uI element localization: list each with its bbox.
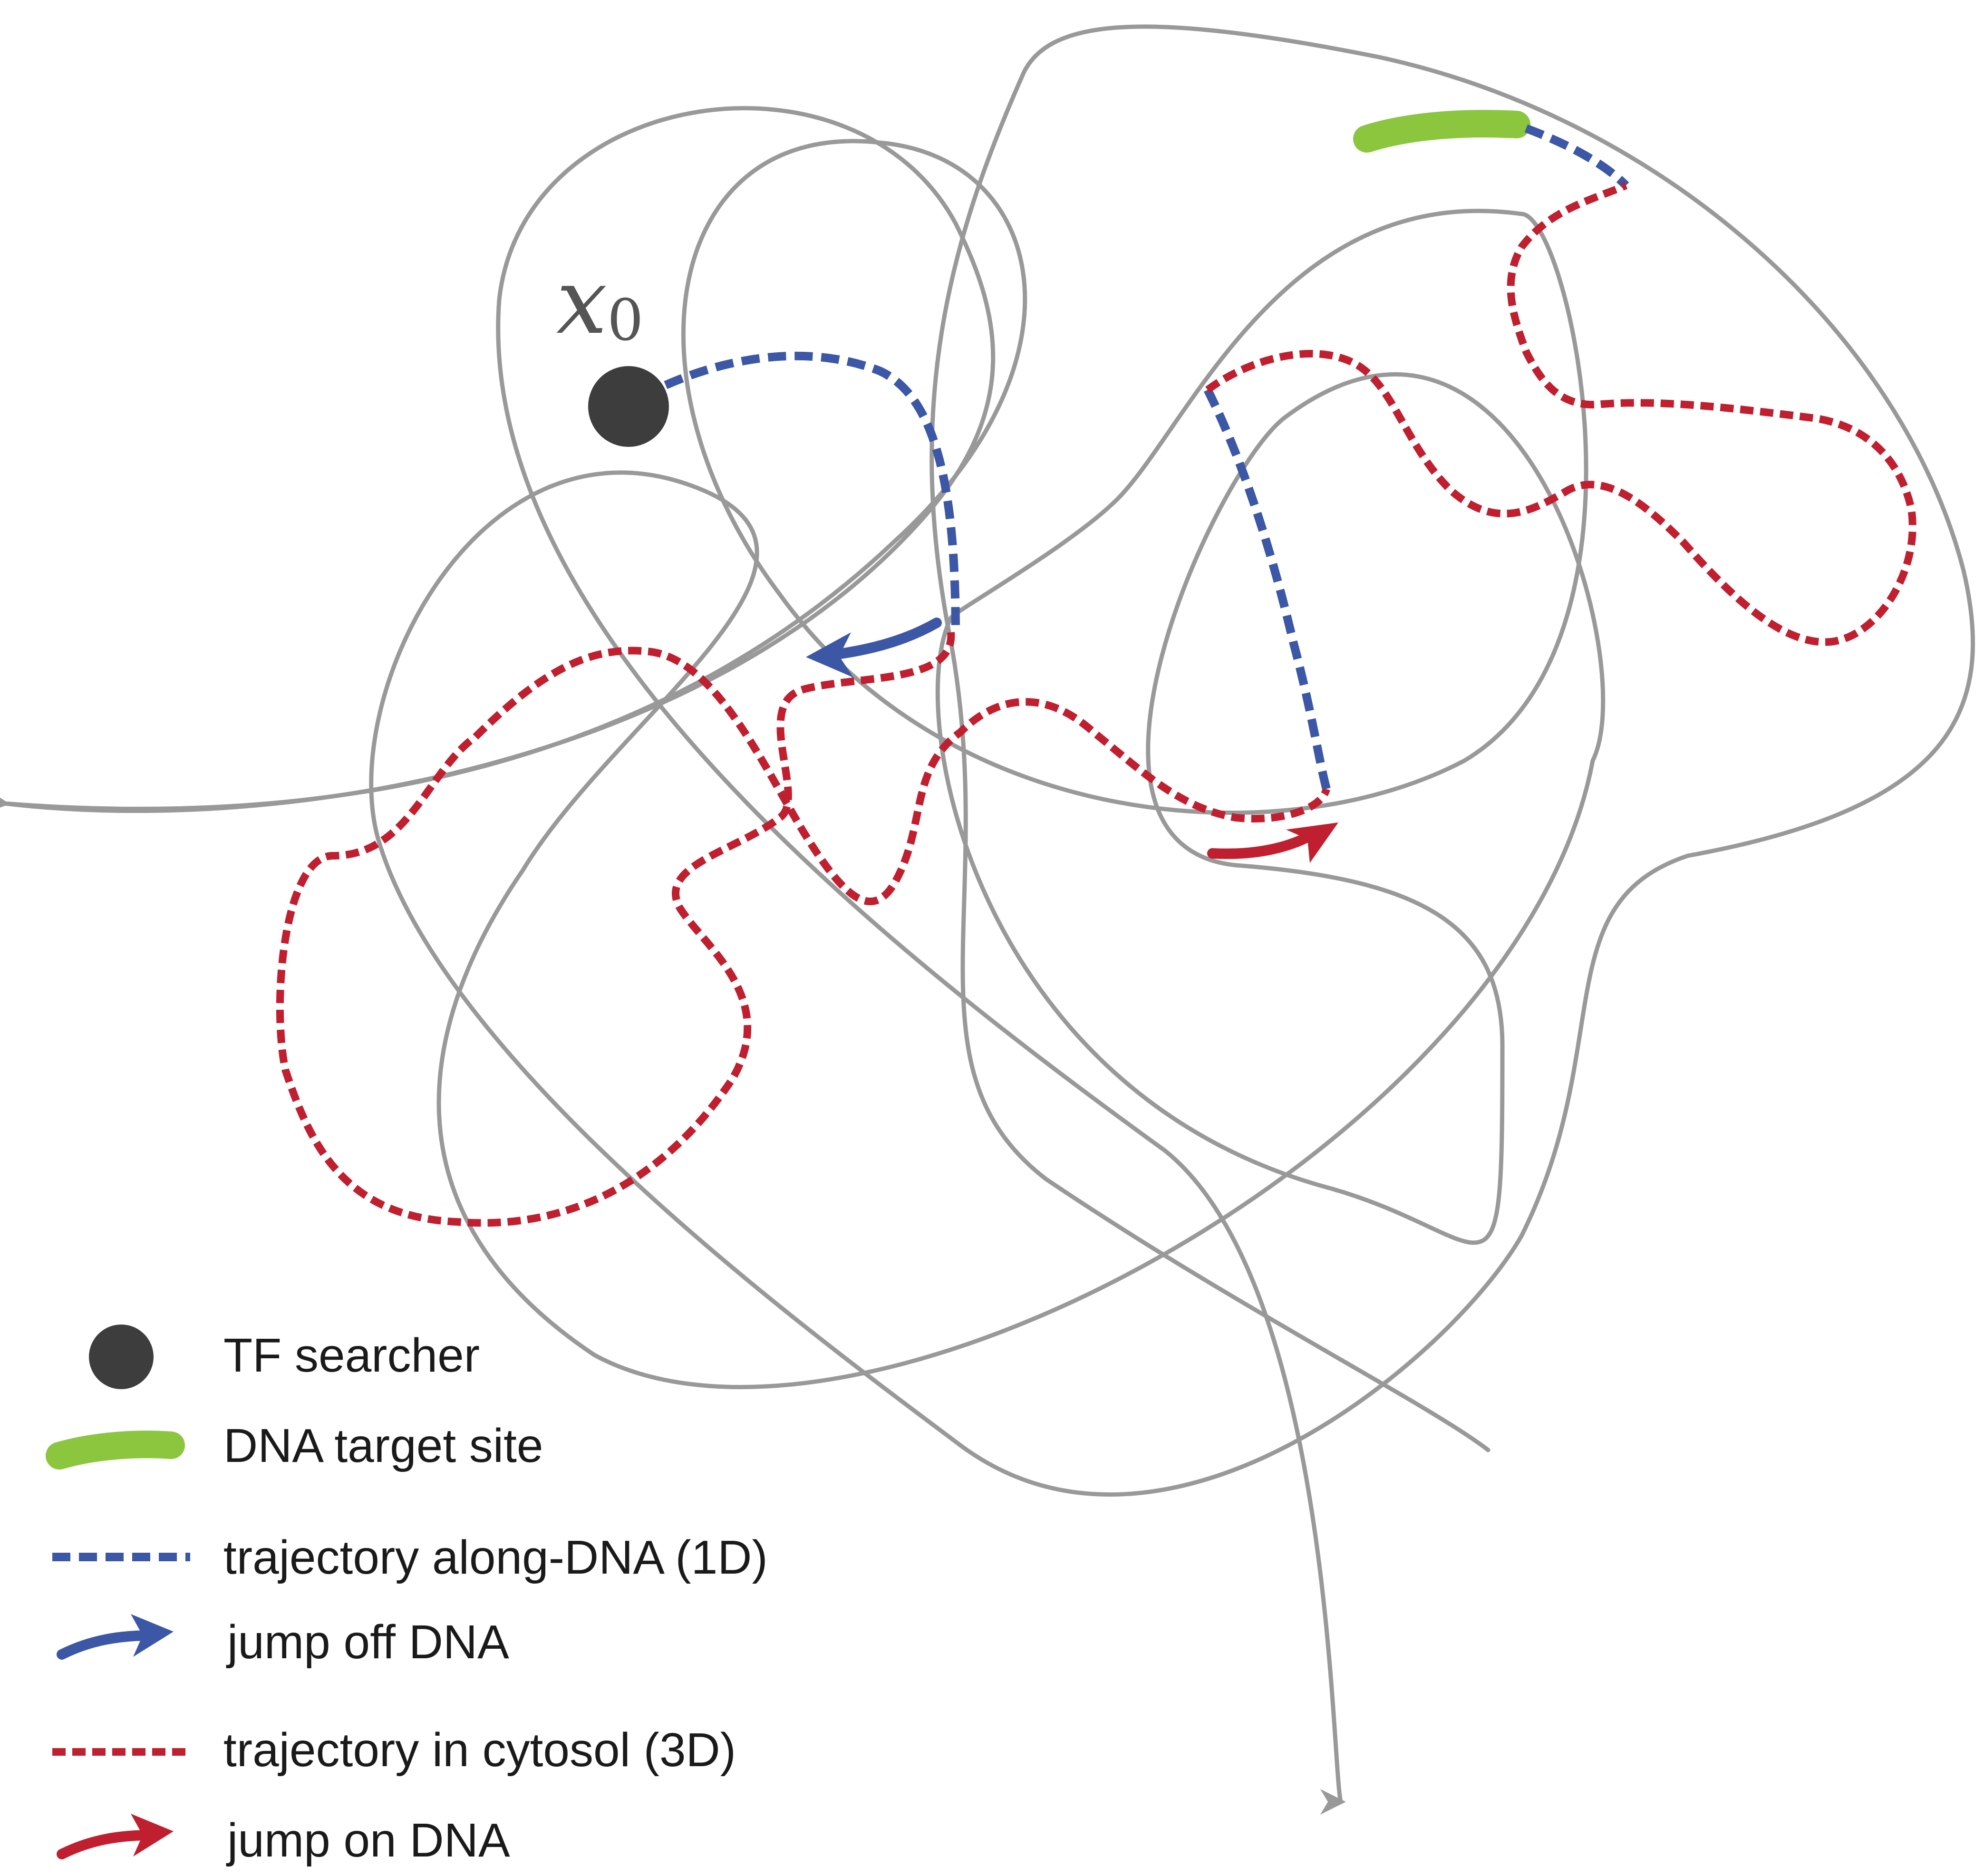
- trajectory-3d-right: [1205, 182, 1916, 646]
- trajectory-1d-near-target: [1524, 124, 1629, 189]
- dna-strand: [0, 106, 1349, 1807]
- trajectory-3d-left: [276, 632, 1330, 1227]
- tf-searcher-dot: [588, 366, 669, 447]
- legend-jump-on-label: jump on DNA: [226, 1814, 510, 1867]
- jump-on-arrowhead-icon: [1286, 822, 1338, 863]
- legend-trajectory-3d-label: trajectory in cytosol (3D): [223, 1723, 736, 1777]
- dna-strand-body: [2, 24, 1975, 1497]
- trajectory-1d-middle: [1203, 387, 1331, 791]
- legend-target-swatch: [46, 1431, 185, 1470]
- legend-jump-off-label: jump off DNA: [226, 1615, 509, 1669]
- legend-jump-off-arrowhead-icon: [131, 1614, 174, 1657]
- legend: TF searcher DNA target site trajectory a…: [46, 1325, 768, 1867]
- start-position-label: x0: [556, 249, 644, 354]
- legend-searcher-swatch: [89, 1325, 154, 1389]
- legend-jump-off-arrow-icon: [57, 1630, 157, 1660]
- legend-dna-target-label: DNA target site: [223, 1419, 543, 1472]
- legend-jump-on-arrowhead-icon: [131, 1814, 174, 1857]
- legend-tf-searcher-label: TF searcher: [223, 1329, 480, 1382]
- legend-jump-on-arrow-icon: [57, 1830, 157, 1859]
- dna-target-site: [1353, 110, 1530, 153]
- legend-trajectory-1d-label: trajectory along-DNA (1D): [223, 1531, 768, 1584]
- jump-off-arrowhead-icon: [806, 632, 853, 677]
- trajectory-1d-from-start: [664, 351, 960, 633]
